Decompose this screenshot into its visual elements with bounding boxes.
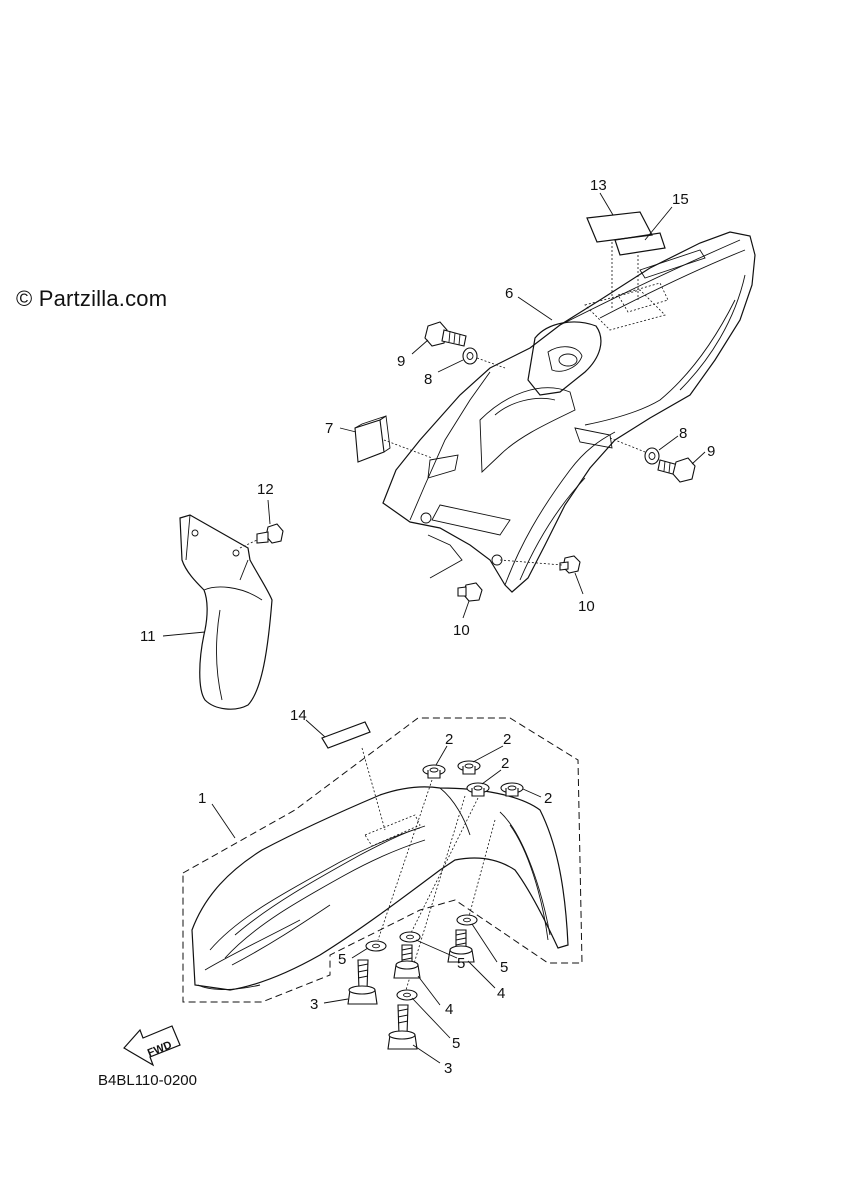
callout-5-a: 5 — [338, 951, 346, 968]
washer-5-b — [399, 931, 421, 943]
callout-2-d: 2 — [544, 790, 552, 807]
washer-5-c — [456, 914, 478, 926]
bolt-9-right — [657, 457, 696, 483]
pad-7 — [354, 415, 433, 463]
nut-2-c — [466, 782, 490, 797]
washer-8-left — [462, 347, 506, 369]
callout-5-b: 5 — [457, 955, 465, 972]
fwd-arrow-icon: FWD — [123, 1025, 181, 1067]
bolt-10-right — [499, 555, 581, 574]
callout-15: 15 — [672, 191, 689, 208]
callout-10-lower: 10 — [453, 622, 470, 639]
callout-8-left: 8 — [424, 371, 432, 388]
callout-5-d: 5 — [452, 1035, 460, 1052]
callout-13: 13 — [590, 177, 607, 194]
nut-2-b — [457, 760, 481, 775]
callout-labels: 13 15 6 9 8 7 8 9 12 11 10 10 14 1 2 2 2… — [140, 177, 715, 1077]
callout-14: 14 — [290, 707, 307, 724]
callout-3-a: 3 — [310, 996, 318, 1013]
decal-14 — [321, 721, 386, 831]
callout-12: 12 — [257, 481, 274, 498]
washer-5-d — [396, 989, 418, 1001]
fwd-label: FWD — [146, 1039, 174, 1060]
decal-13 — [586, 211, 653, 310]
callout-9-right: 9 — [707, 443, 715, 460]
nut-2-a — [422, 764, 446, 779]
callout-7: 7 — [325, 420, 333, 437]
front-fender — [191, 786, 569, 991]
callout-5-c: 5 — [500, 959, 508, 976]
decal-15 — [614, 232, 666, 300]
front-fender-assembly-outline — [182, 717, 583, 1003]
bolt-3-a — [347, 959, 378, 1005]
callout-10-right: 10 — [578, 598, 595, 615]
callout-6: 6 — [505, 285, 513, 302]
callout-8-right: 8 — [679, 425, 687, 442]
callout-3-b: 3 — [444, 1060, 452, 1077]
rear-fender — [382, 231, 756, 593]
bolt-9-left — [424, 321, 467, 347]
bolt-4-b — [447, 929, 475, 963]
callout-2-b: 2 — [503, 731, 511, 748]
callout-9-left: 9 — [397, 353, 405, 370]
callout-4-b: 4 — [445, 1001, 453, 1018]
washer-5-a — [365, 940, 387, 952]
callout-2-c: 2 — [501, 755, 509, 772]
washer-8-right — [609, 437, 660, 465]
bolt-3-b — [387, 1004, 418, 1050]
bolt-12 — [239, 523, 284, 549]
nut-2-d — [500, 782, 524, 797]
callout-1: 1 — [198, 790, 206, 807]
callout-2-a: 2 — [445, 731, 453, 748]
callout-11: 11 — [140, 628, 156, 645]
bolt-10-lower — [427, 534, 483, 602]
watermark: © Partzilla.com — [16, 286, 168, 311]
mud-flap — [179, 514, 273, 710]
leader-lines — [162, 192, 706, 1064]
bolt-4-a — [393, 944, 421, 979]
diagram-code: B4BL110-0200 — [98, 1072, 197, 1089]
callout-4-a: 4 — [497, 985, 505, 1002]
